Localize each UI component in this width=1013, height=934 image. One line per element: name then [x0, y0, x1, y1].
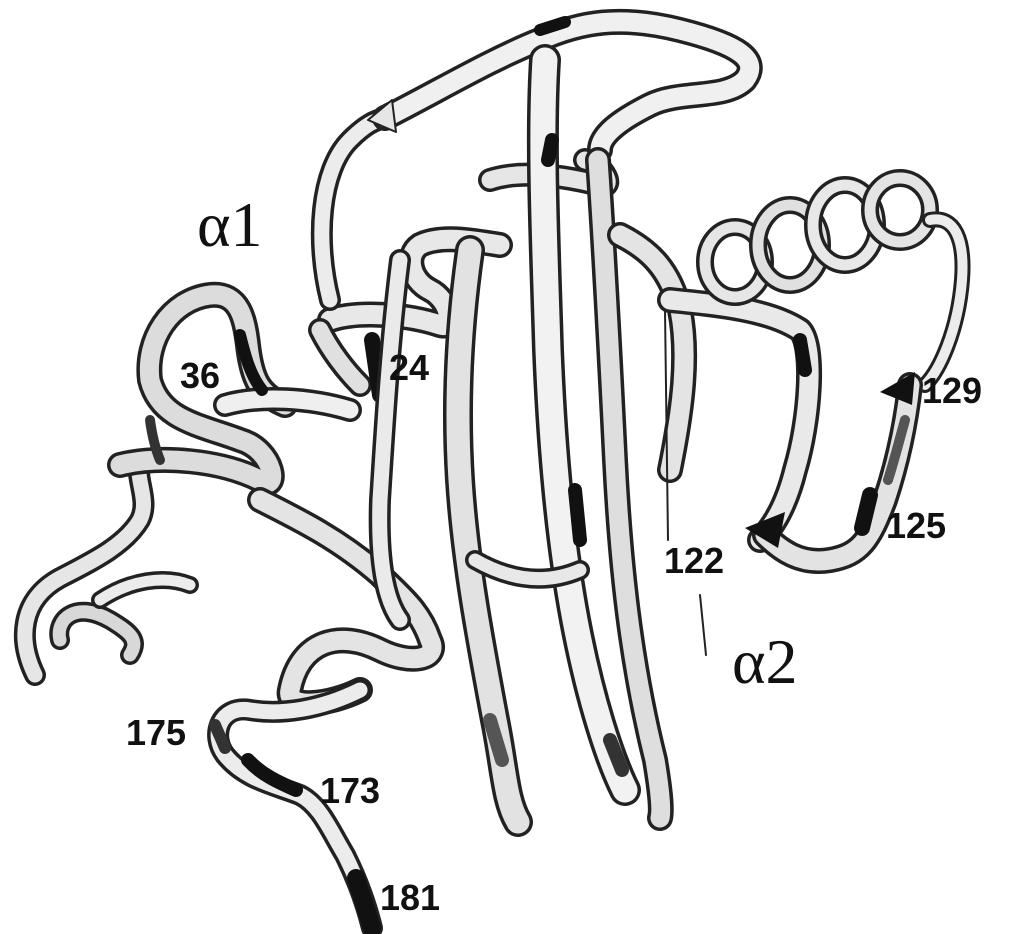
- left-terminal-loop: [25, 462, 190, 675]
- residue-label-173: 173: [320, 773, 380, 809]
- residue-label-181: 181: [380, 880, 440, 916]
- residue-label-175: 175: [126, 715, 186, 751]
- residue-label-129: 129: [922, 373, 982, 409]
- alpha1-domain-label: α1: [197, 193, 263, 257]
- residue-label-125: 125: [886, 508, 946, 544]
- residue-label-36: 36: [180, 358, 220, 394]
- alpha2-domain-label: α2: [732, 630, 798, 694]
- residue-label-122: 122: [664, 543, 724, 579]
- alpha2-helix-coil: [705, 178, 963, 385]
- residue-label-24: 24: [389, 350, 429, 386]
